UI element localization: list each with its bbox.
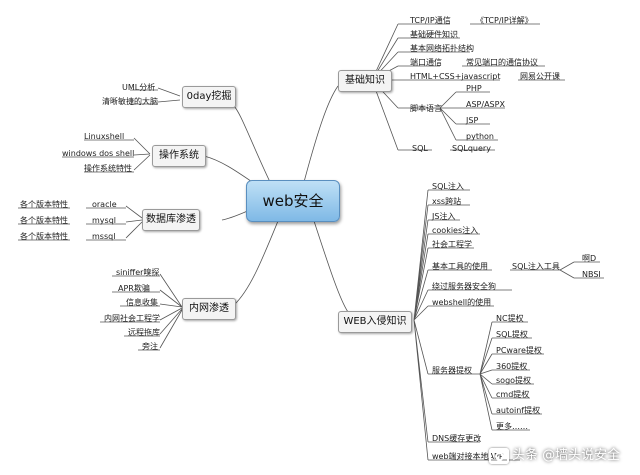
leaf-bypass-dog: 绕过服务器安全狗 — [432, 282, 496, 291]
leaf-autoinf: autoinf提权 — [496, 406, 541, 415]
node-db[interactable]: 数据库渗透 — [142, 209, 200, 231]
leaf-more: 更多…… — [496, 422, 528, 431]
leaf-topology: 基本网络拓扑结构 — [410, 44, 474, 53]
leaf-remote-dump: 远程拖库 — [128, 328, 160, 337]
leaf-script-lang: 脚本语言 — [410, 104, 442, 113]
leaf-python: python — [466, 132, 494, 141]
leaf-mysql: mysql — [92, 216, 116, 225]
leaf-info-gather: 信息收集 — [126, 298, 158, 307]
leaf-sqli: SQL注入 — [432, 182, 464, 191]
leaf-open-course: 网易公开课 — [520, 72, 560, 81]
link-root-0day — [231, 103, 271, 183]
leaf-cmd: cmd提权 — [496, 390, 530, 399]
leaf-social-eng: 社会工程学 — [432, 240, 472, 249]
leaf-oracle: oracle — [92, 200, 117, 209]
leaf-uml: UML分析 — [122, 83, 156, 92]
leaf-jsp: JSP — [466, 116, 479, 125]
leaf-pcware: PCware提权 — [496, 346, 542, 355]
leaf-mssql: mssql — [92, 232, 116, 241]
node-web-intrusion[interactable]: WEB入侵知识 — [338, 311, 412, 333]
camera-icon — [489, 447, 509, 464]
leaf-xss: xss跨站 — [432, 197, 462, 206]
node-basics[interactable]: 基础知识 — [338, 70, 392, 92]
node-os[interactable]: 操作系统 — [152, 145, 206, 167]
leaf-sogo: sogo提权 — [496, 376, 532, 385]
leaf-webshell: webshell的使用 — [432, 298, 492, 307]
leaf-brain: 清晰敏捷的大脑 — [102, 97, 158, 106]
leaf-sql-priv: SQL提权 — [496, 330, 528, 339]
root-node[interactable]: web安全 — [246, 180, 340, 222]
leaf-db-version-2: 各个版本特性 — [20, 216, 68, 225]
leaf-ports-protocols: 常见端口的通信协议 — [466, 58, 538, 67]
leaf-nc: NC提权 — [496, 314, 524, 323]
leaf-360: 360提权 — [496, 362, 528, 371]
leaf-sniffer: siniffer嗅探 — [116, 268, 160, 277]
leaf-web-app: web端对接本地APP — [432, 452, 504, 461]
leaf-dns: DNS缓存更改 — [432, 434, 482, 443]
leaf-tcpip-book: 《TCP/IP详解》 — [476, 16, 533, 25]
leaf-nbsi: NBSI — [582, 270, 601, 279]
watermark: 头条 @墙头说安全 — [489, 444, 637, 468]
leaf-tools: 基本工具的使用 — [432, 262, 488, 271]
link-root-web — [313, 220, 349, 313]
leaf-db-version-3: 各个版本特性 — [20, 232, 68, 241]
leaf-db-version-1: 各个版本特性 — [20, 200, 68, 209]
leaf-html-css-js: HTML+CSS+javascript — [410, 72, 501, 81]
leaf-php: PHP — [466, 84, 482, 93]
leaf-cookies: cookies注入 — [432, 226, 479, 235]
leaf-hardware: 基础硬件知识 — [410, 30, 458, 39]
leaf-linuxshell: Linuxshell — [84, 132, 125, 141]
leaf-asp: ASP/ASPX — [466, 100, 505, 109]
leaf-intranet-se: 内网社会工程学 — [104, 314, 160, 323]
leaf-tcpip: TCP/IP通信 — [410, 16, 451, 25]
leaf-privesc: 服务器提权 — [432, 366, 472, 375]
leaf-arp: APR欺骗 — [118, 284, 150, 293]
leaf-sideinject: 旁注 — [142, 342, 158, 351]
leaf-sqli-tools: SQL注入工具 — [512, 262, 560, 271]
leaf-ports: 端口通信 — [410, 58, 442, 67]
leaf-ad: 啊D — [582, 254, 597, 263]
link-root-basics — [303, 85, 339, 183]
leaf-os-features: 操作系统特性 — [84, 164, 132, 173]
leaf-jsi: JS注入 — [432, 212, 456, 221]
node-0day[interactable]: 0day挖掘 — [182, 86, 236, 108]
link-root-intranet — [233, 220, 279, 306]
leaf-dosshell: windows dos shell — [62, 149, 135, 158]
node-intranet[interactable]: 内网渗透 — [182, 298, 236, 320]
leaf-sqlquery: SQLquery — [452, 144, 491, 153]
leaf-sql: SQL — [412, 144, 428, 153]
